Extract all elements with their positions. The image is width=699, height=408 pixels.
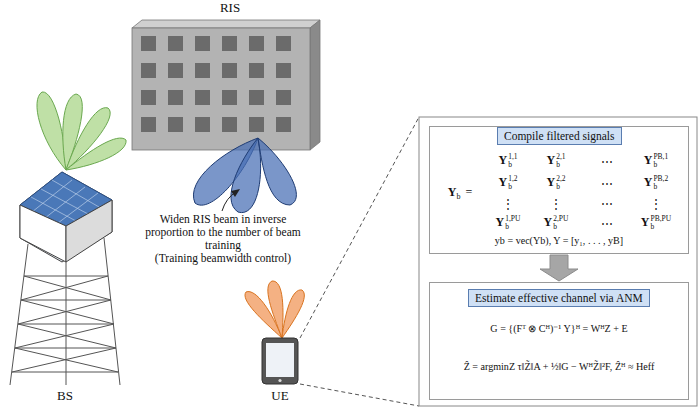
- equation: G = {(Fᵀ ⊗ Cᴴ)⁻¹ Y}ᴴ = WᴴZ + E: [430, 323, 688, 334]
- ue-beams: [245, 281, 304, 338]
- node-title: BS: [10, 388, 120, 404]
- superscript: 2,2: [556, 175, 565, 183]
- index-stack: 1,2b: [508, 175, 517, 191]
- matrix-entry: YPB,1b: [644, 153, 668, 169]
- callout-text: (Training beamwidth control): [133, 252, 313, 265]
- section-box: G = {(Fᵀ ⊗ Cᴴ)⁻¹ Y}ᴴ = WᴴZ + E Ẑ = argmin…: [429, 282, 689, 400]
- base-station: [10, 172, 120, 385]
- ris-label: RIS: [130, 0, 330, 20]
- flow-arrow: [540, 255, 578, 281]
- ue-label: UE: [250, 388, 310, 406]
- matrix-symbol: Y: [641, 215, 650, 229]
- matrix-dots: ⋮: [650, 197, 662, 212]
- superscript: 2,1: [556, 153, 565, 161]
- matrix-entry: YPB,2b: [644, 175, 668, 191]
- matrix-entry: Y1,1b: [498, 153, 517, 169]
- matrix-entry: Y2,2b: [546, 175, 565, 191]
- section-title: Compile filtered signals: [504, 130, 615, 142]
- subscript: b: [556, 183, 565, 191]
- ris-beams: [193, 138, 296, 213]
- superscript: 1,1: [508, 153, 517, 161]
- superscript: PB,PU: [651, 215, 672, 223]
- superscript: 1,PU: [505, 215, 520, 223]
- subscript: b: [456, 192, 460, 201]
- subscript: b: [508, 161, 517, 169]
- superscript: 2,PU: [553, 215, 568, 223]
- detail-panel: [419, 117, 697, 406]
- subscript: b: [505, 223, 520, 231]
- index-stack: 2,PUb: [553, 215, 568, 231]
- matrix-entry: Y2,PUb: [544, 215, 569, 231]
- matrix-lhs: Yb =: [448, 185, 472, 201]
- section-title: Estimate effective channel via ANM: [475, 292, 643, 304]
- index-stack: PB,2b: [653, 175, 668, 191]
- index-stack: PB,PUb: [651, 215, 672, 231]
- matrix-symbol: Y: [546, 175, 555, 189]
- index-stack: 1,1b: [508, 153, 517, 169]
- index-stack: 2,2b: [556, 175, 565, 191]
- matrix-entry: YPB,PUb: [641, 215, 671, 231]
- bs-label: BS: [10, 388, 120, 406]
- matrix-symbol: Y: [496, 215, 505, 229]
- phone: [262, 338, 298, 384]
- leader-arrow: [222, 189, 240, 211]
- equation: yb = vec(Yb), Y = [y₁, . . . , yB]: [430, 235, 688, 246]
- bs-beams: [37, 92, 126, 170]
- matrix-dots: ⋯: [601, 197, 613, 212]
- index-stack: PB,1b: [653, 153, 668, 169]
- superscript: PB,1: [653, 153, 668, 161]
- section-header: Estimate effective channel via ANM: [468, 289, 650, 307]
- matrix-entry: Y1,PUb: [496, 215, 521, 231]
- matrix-symbol: Y: [644, 175, 653, 189]
- zoom-lines: [300, 117, 419, 406]
- index-stack: 2,1b: [556, 153, 565, 169]
- subscript: b: [508, 183, 517, 191]
- matrix-dots: ⋯: [601, 155, 613, 170]
- matrix-symbol: Y: [498, 175, 507, 189]
- node-title: UE: [250, 388, 310, 404]
- subscript: b: [553, 223, 568, 231]
- matrix-symbol: Y: [546, 153, 555, 167]
- superscript: PB,2: [653, 175, 668, 183]
- section-header: Compile filtered signals: [497, 127, 622, 145]
- matrix-symbol: Y: [448, 185, 457, 199]
- section-box: yb = vec(Yb), Y = [y₁, . . . , yB] Compil…: [429, 126, 689, 254]
- subscript: b: [556, 161, 565, 169]
- matrix-entry: Y1,2b: [498, 175, 517, 191]
- equation: Ẑ = argminZ τ‖Z̃‖A + ½‖G − WᴴZ̃‖²F, Ẑᴴ ≈…: [430, 361, 688, 372]
- matrix-symbol: Y: [498, 153, 507, 167]
- callout-text: Widen RIS beam in inverse proportion to …: [143, 213, 303, 252]
- index-stack: 1,PUb: [505, 215, 520, 231]
- node-title: RIS: [130, 0, 330, 16]
- superscript: 1,2: [508, 175, 517, 183]
- subscript: b: [651, 223, 672, 231]
- matrix-dots: ⋯: [601, 177, 613, 192]
- matrix-symbol: Y: [644, 153, 653, 167]
- subscript: b: [653, 183, 668, 191]
- equals-sign: =: [465, 185, 472, 199]
- matrix-dots: ⋮: [550, 197, 562, 212]
- matrix-dots: ⋯: [601, 217, 613, 232]
- matrix-entry: Y2,1b: [546, 153, 565, 169]
- matrix-symbol: Y: [544, 215, 553, 229]
- ris-panel: [132, 20, 320, 150]
- matrix-dots: ⋮: [502, 197, 514, 212]
- subscript: b: [653, 161, 668, 169]
